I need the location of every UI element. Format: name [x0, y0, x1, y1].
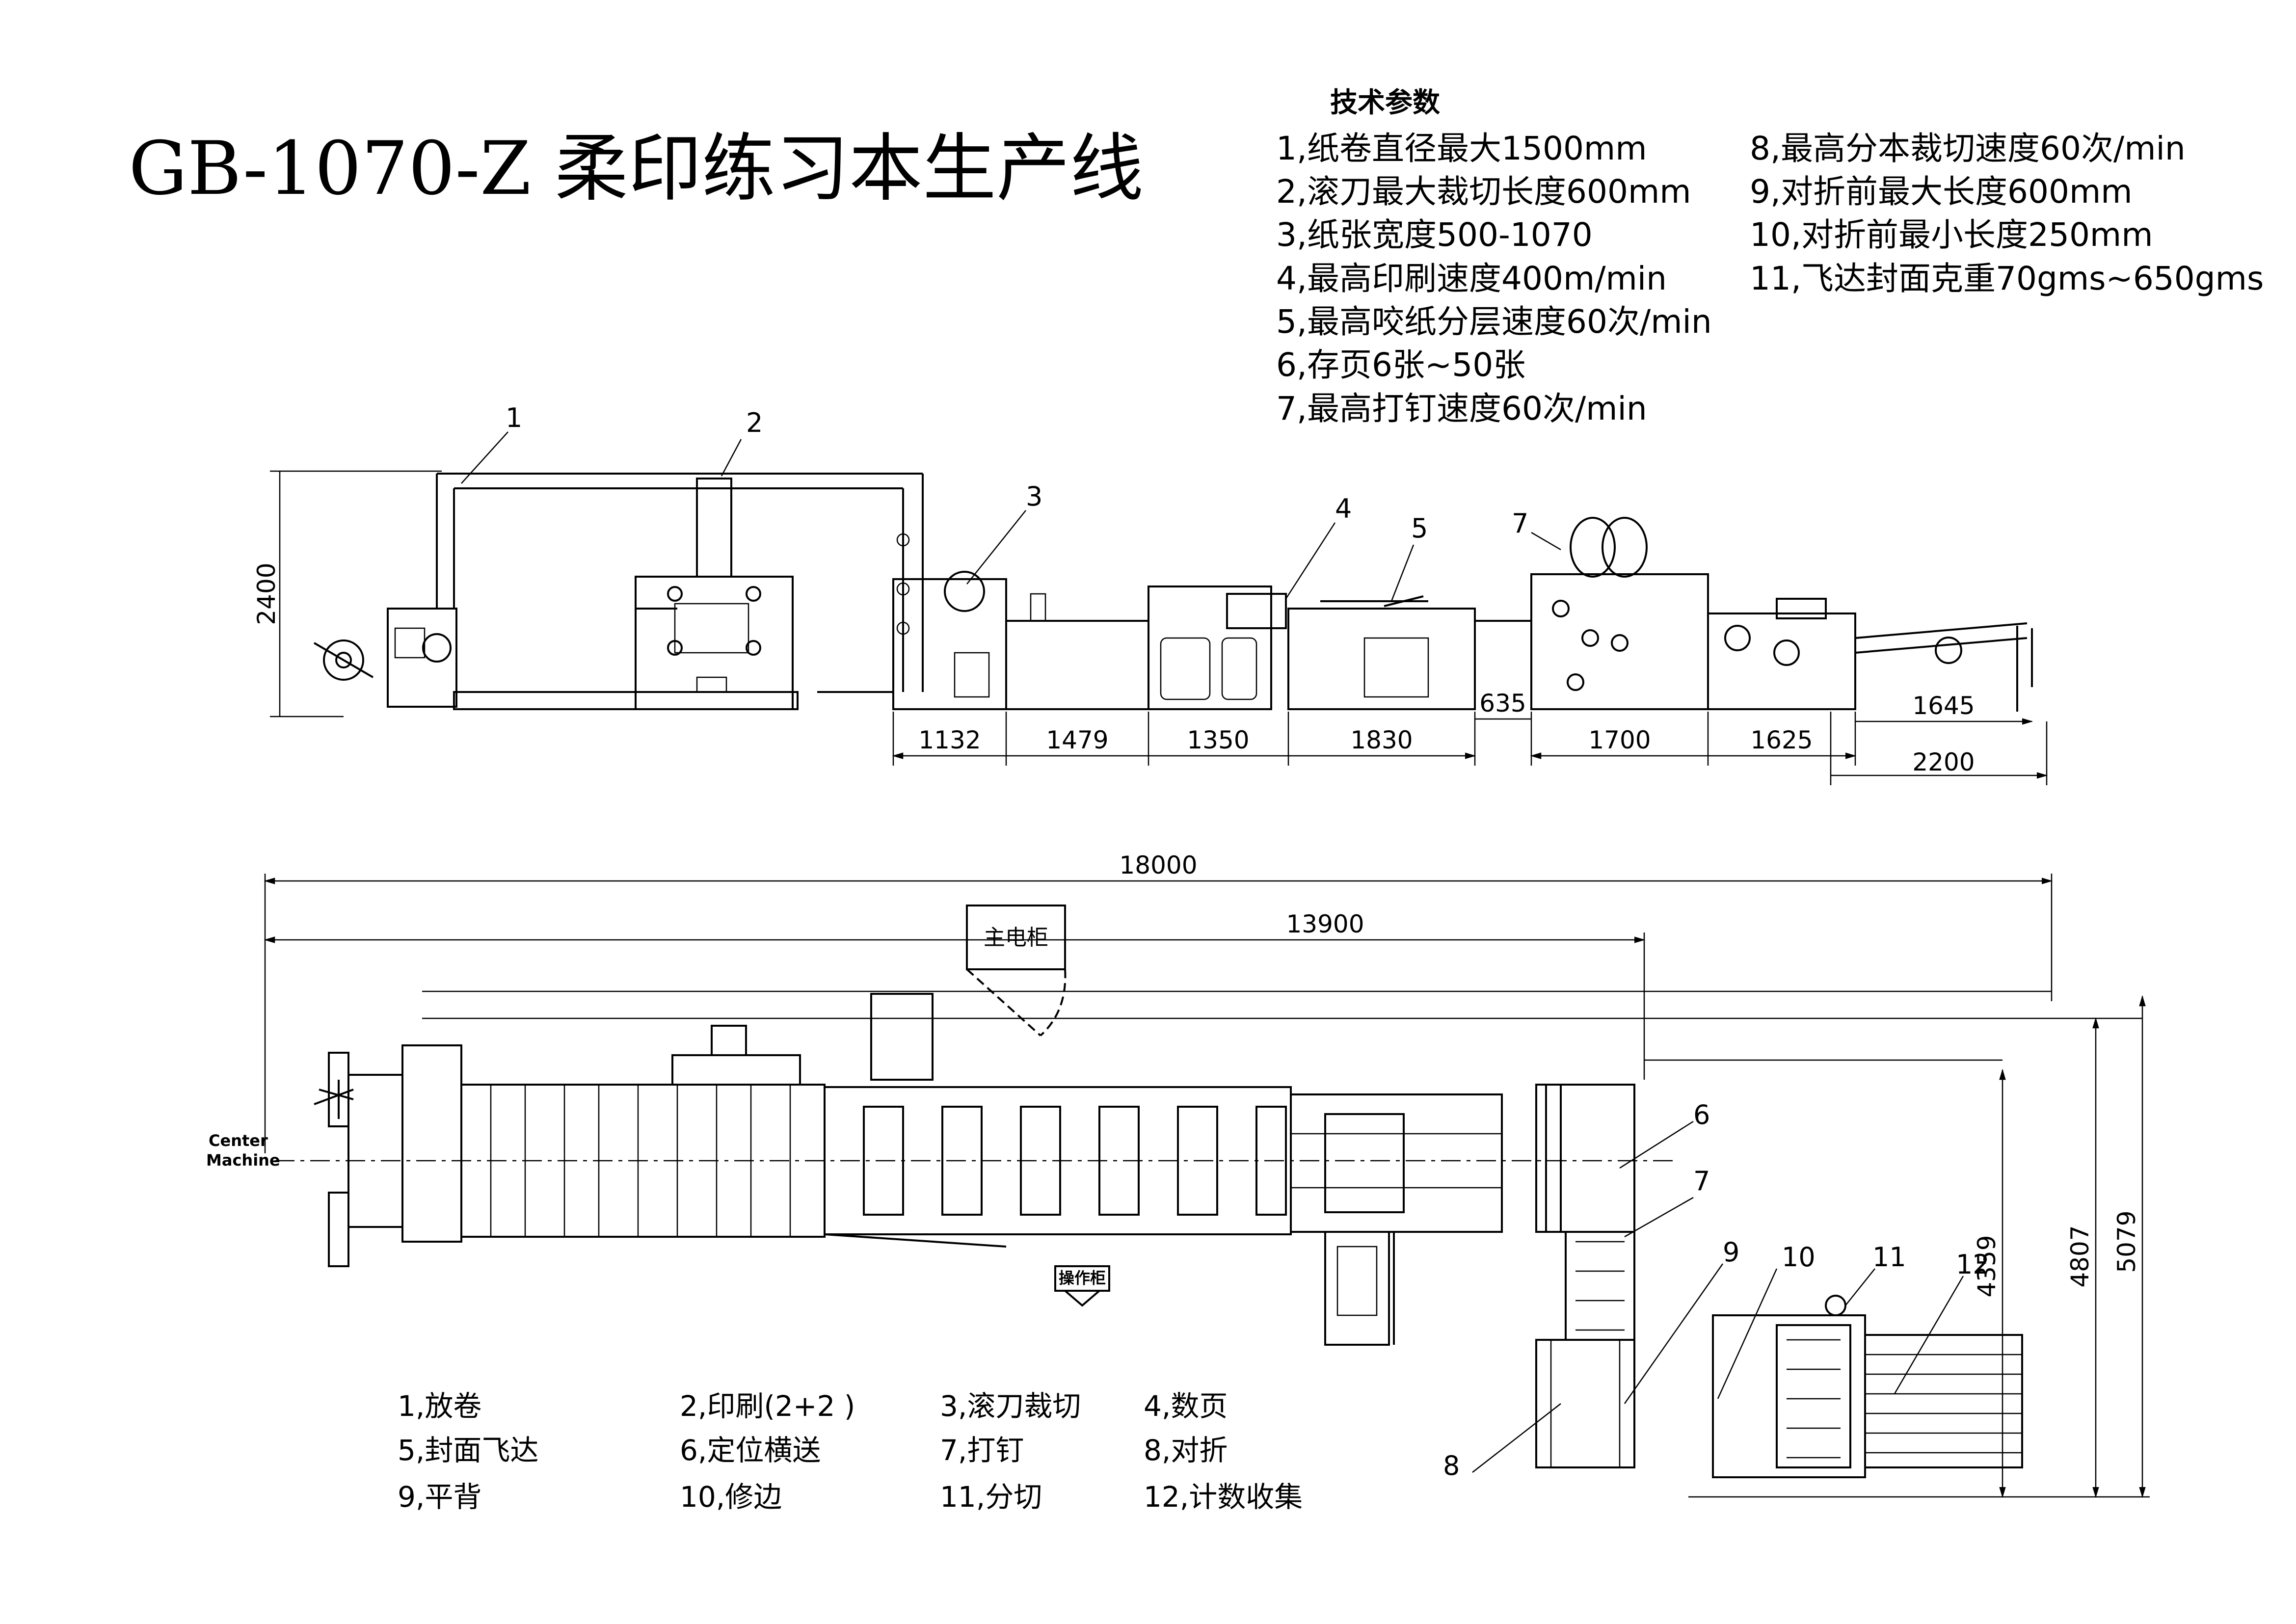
- legend-item: 10,修边: [680, 1480, 782, 1514]
- legend-item: 1,放卷: [398, 1389, 481, 1423]
- center-label-line2: Machine: [206, 1151, 280, 1170]
- spec-item: 5,最高咬纸分层速度60次/min: [1276, 303, 1712, 341]
- cover-feeder-plan: [1290, 1093, 1503, 1346]
- spec-item: 6,存页6张~50张: [1276, 346, 1525, 384]
- spec-item: 2,滚刀最大裁切长度600mm: [1276, 173, 1691, 211]
- dim-2200: 2200: [1912, 748, 1975, 776]
- dim-1132: 1132: [918, 726, 981, 754]
- center-label-line1: Center: [209, 1131, 268, 1150]
- legend-item: 12,计数收集: [1144, 1480, 1303, 1514]
- dim-4807: 4807: [2066, 1225, 2094, 1287]
- callout-1: 1: [506, 402, 522, 433]
- cover-feeder: [1287, 608, 1476, 710]
- printing-plan: [460, 1025, 826, 1238]
- printing-unit-top: [696, 478, 732, 578]
- legend-item: 8,对折: [1144, 1434, 1228, 1467]
- spec-item: 4,最高印刷速度400m/min: [1276, 260, 1667, 297]
- spec-item: 11,飞达封面克重70gms~650gms: [1750, 260, 2264, 297]
- spec-item: 10,对折前最小长度250mm: [1750, 216, 2153, 254]
- callout-12: 12: [1956, 1249, 1990, 1280]
- callout-8: 8: [1443, 1450, 1460, 1481]
- callout-3: 3: [1026, 481, 1042, 512]
- cabinet-unit: [870, 993, 934, 1081]
- spec-item: 1,纸卷直径最大1500mm: [1276, 130, 1647, 167]
- legend-item: 4,数页: [1144, 1389, 1228, 1423]
- collecting-plan: [1712, 1295, 2023, 1478]
- technical-specs: 技术参数 1,纸卷直径最大1500mm 2,滚刀最大裁切长度600mm 3,纸张…: [1276, 87, 2264, 427]
- callout-10: 10: [1782, 1242, 1815, 1273]
- dim-13900: 13900: [1286, 910, 1364, 938]
- dim-5079: 5079: [2112, 1210, 2141, 1273]
- main-electric-cabinet: [966, 905, 1066, 970]
- dim-18000: 18000: [1119, 851, 1197, 879]
- operator-cabinet-label: 操作柜: [1059, 1269, 1106, 1287]
- side-elevation: 2400: [252, 402, 2048, 785]
- legend-item: 5,封面飞达: [398, 1434, 538, 1467]
- dim-1625: 1625: [1750, 726, 1813, 754]
- main-cabinet-label: 主电柜: [984, 925, 1048, 950]
- drawing-title: GB-1070-Z 柔印练习本生产线: [129, 126, 1144, 212]
- folding-unit: [1707, 612, 1856, 710]
- operator-cabinet: 操作柜: [1054, 1265, 1110, 1307]
- counting-section: [1148, 586, 1272, 710]
- spec-item: 8,最高分本裁切速度60次/min: [1750, 130, 2186, 167]
- printing-unit: [635, 576, 794, 710]
- dim-1830: 1830: [1350, 726, 1413, 754]
- specs-heading: 技术参数: [1330, 87, 1440, 119]
- stitcher-plan: [1535, 1084, 1635, 1468]
- legend-item: 9,平背: [398, 1480, 481, 1514]
- callout-11: 11: [1872, 1242, 1906, 1273]
- callout-9: 9: [1723, 1237, 1739, 1268]
- dim-635: 635: [1479, 689, 1526, 718]
- callout-7-plan: 7: [1693, 1166, 1710, 1197]
- dim-1479: 1479: [1046, 726, 1108, 754]
- dim-1700: 1700: [1588, 726, 1651, 754]
- dim-1645: 1645: [1912, 692, 1975, 720]
- unwinder-stand: [387, 608, 457, 708]
- plan-view: 18000 13900 主电柜 4359 4807 5079 Center Ma…: [206, 851, 2150, 1498]
- height-dim: 2400: [252, 562, 281, 625]
- legend-item: 7,打钉: [940, 1434, 1024, 1467]
- callout-5: 5: [1411, 513, 1428, 544]
- unwinder-plan: [314, 1044, 462, 1267]
- callout-4: 4: [1335, 493, 1352, 524]
- stitcher: [1530, 573, 1709, 710]
- dim-1350: 1350: [1187, 726, 1249, 754]
- dim-4359: 4359: [1973, 1235, 2001, 1297]
- legend-item: 6,定位横送: [680, 1434, 821, 1467]
- spec-item: 3,纸张宽度500-1070: [1276, 216, 1593, 254]
- conveyor-section: [1005, 620, 1149, 710]
- conveyor-plan: [824, 1086, 1292, 1248]
- callout-2: 2: [746, 407, 763, 438]
- spec-item: 7,最高打钉速度60次/min: [1276, 390, 1647, 427]
- legend-item: 2,印刷(2+2 ): [680, 1389, 855, 1423]
- legend-item: 3,滚刀裁切: [940, 1389, 1081, 1423]
- spec-item: 9,对折前最大长度600mm: [1750, 173, 2133, 211]
- legend-item: 11,分切: [940, 1480, 1042, 1514]
- callout-6: 6: [1693, 1099, 1710, 1130]
- callout-7-side: 7: [1512, 508, 1528, 539]
- component-legend: 1,放卷 2,印刷(2+2 ) 3,滚刀裁切 4,数页 5,封面飞达 6,定位横…: [398, 1389, 1303, 1514]
